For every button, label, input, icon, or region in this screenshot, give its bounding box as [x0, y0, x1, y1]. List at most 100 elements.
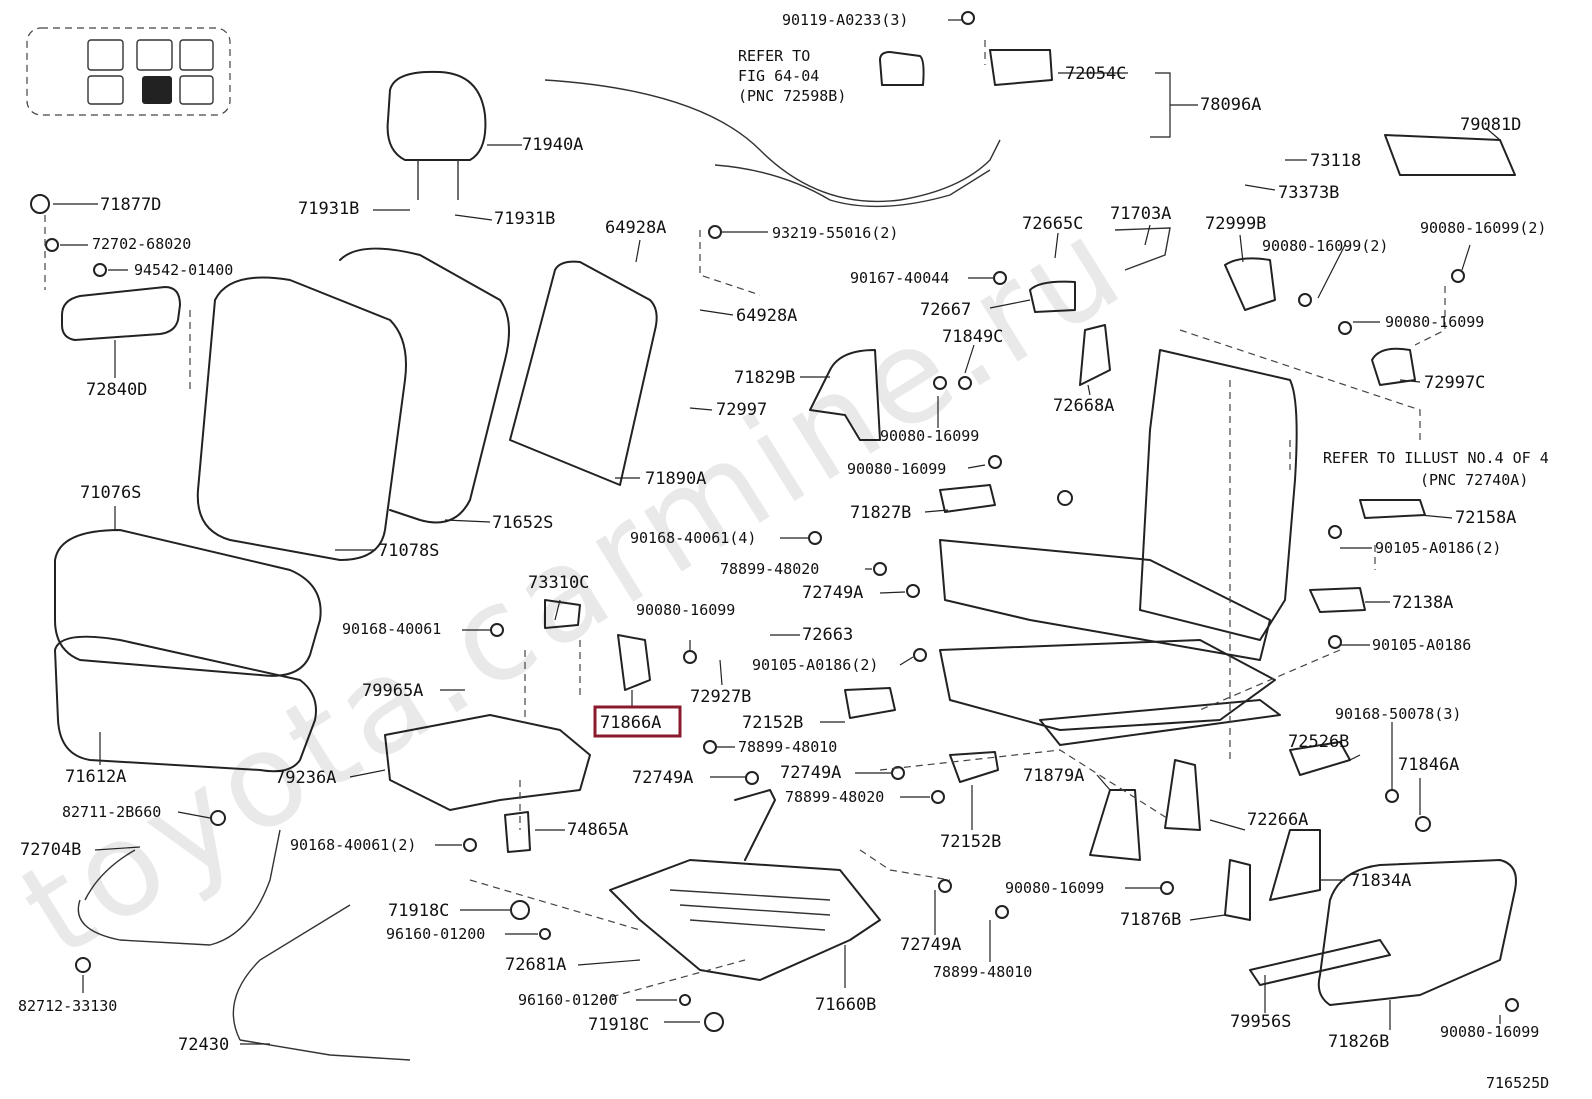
release-cable [544, 79, 1001, 208]
part-label: 82711-2B660 [62, 803, 161, 821]
part-label: 96160-01200 [518, 991, 617, 1009]
part-label: 82712-33130 [18, 997, 117, 1015]
part-label: 72927B [690, 687, 751, 707]
part-labels: 90119-A0233(3) 72054C 78096A 79081D 7194… [18, 11, 1546, 1055]
refer-fig-line-1: REFER TO [738, 47, 810, 65]
part-label: 72266A [1247, 810, 1308, 830]
part-label: 90080-16099 [847, 460, 946, 478]
seat-cushion [54, 529, 322, 773]
part-label: 72702-68020 [92, 235, 191, 253]
part-label: 79956S [1230, 1012, 1291, 1032]
part-label: 71918C [588, 1015, 649, 1035]
part-label: 90080-16099 [1440, 1023, 1539, 1041]
dashed-connectors [44, 40, 1446, 1001]
part-label: 64928A [736, 306, 797, 326]
armrest [61, 286, 181, 341]
part-label: 72668A [1053, 396, 1114, 416]
headrest [386, 70, 487, 200]
part-label: 71078S [378, 541, 439, 561]
part-label: 78899-48010 [933, 963, 1032, 981]
part-label: 73310C [528, 573, 589, 593]
part-label: 72997 [716, 400, 767, 420]
part-label: 93219-55016(2) [772, 224, 898, 242]
part-label: 71652S [492, 513, 553, 533]
part-label: 90168-40061 [342, 620, 441, 638]
part-label: 90080-16099 [1385, 313, 1484, 331]
part-label: 79081D [1460, 115, 1521, 135]
part-label: 72152B [940, 832, 1001, 852]
refer-illust-line-1: REFER TO ILLUST NO.4 OF 4 [1323, 449, 1549, 467]
part-label: 79236A [275, 768, 336, 788]
part-label: 71846A [1398, 755, 1459, 775]
part-label: 71931B [494, 209, 555, 229]
part-label: 72138A [1392, 593, 1453, 613]
refer-illust-line-2: (PNC 72740A) [1420, 471, 1528, 489]
refer-fig-line-3: (PNC 72598B) [738, 87, 846, 105]
part-label: 64928A [605, 218, 666, 238]
part-label: 71703A [1110, 204, 1171, 224]
figure-id: 716525D [1486, 1074, 1549, 1092]
part-label: 73373B [1278, 183, 1339, 203]
seat-position-legend [26, 27, 231, 116]
seat-frame [939, 349, 1298, 746]
part-label: 72054C [1065, 64, 1126, 84]
part-label: 90168-50078(3) [1335, 705, 1461, 723]
part-label: 72749A [802, 583, 863, 603]
part-label: 71076S [80, 483, 141, 503]
part-label: 90119-A0233(3) [782, 11, 908, 29]
part-label: 72749A [632, 768, 693, 788]
part-label: 90080-16099(2) [1262, 237, 1388, 255]
part-label: 71931B [298, 199, 359, 219]
part-label: 78899-48010 [738, 738, 837, 756]
part-label: 72152B [742, 713, 803, 733]
leader-lines [53, 19, 1501, 1045]
side-cover-right [1249, 859, 1517, 1006]
recliner-cover-group [809, 134, 1516, 441]
part-label: 90080-16099 [636, 601, 735, 619]
part-label: 72997C [1424, 373, 1485, 393]
part-label: 72526B [1288, 732, 1349, 752]
part-label: 71660B [815, 995, 876, 1015]
part-label: 90168-40061(4) [630, 529, 756, 547]
part-label: 71827B [850, 503, 911, 523]
part-label: 71612A [65, 767, 126, 787]
part-label: 71829B [734, 368, 795, 388]
part-label: 72749A [900, 935, 961, 955]
wire-harness-left [77, 829, 411, 1061]
part-label: 72667 [920, 300, 971, 320]
part-label: 71849C [942, 327, 1003, 347]
part-label: 72749A [780, 763, 841, 783]
part-label: 71866A [600, 713, 661, 733]
seatback-board [509, 260, 658, 486]
part-label: 73118 [1310, 151, 1361, 171]
part-label: 72704B [20, 840, 81, 860]
part-label: 72665C [1022, 214, 1083, 234]
part-label: 90105-A0186 [1372, 636, 1471, 654]
part-label: 71918C [388, 901, 449, 921]
part-label: 72663 [802, 625, 853, 645]
part-label: 90080-16099(2) [1420, 219, 1546, 237]
part-label: 96160-01200 [386, 925, 485, 943]
seatback-cushion [196, 247, 510, 561]
refer-fig-line-2: FIG 64-04 [738, 67, 819, 85]
part-label: 90167-40044 [850, 269, 949, 287]
part-label: 90105-A0186(2) [1375, 539, 1501, 557]
highlight-box [593, 705, 682, 738]
part-label: 90080-16099 [880, 427, 979, 445]
part-label: 72158A [1455, 508, 1516, 528]
part-label: 71834A [1350, 871, 1411, 891]
part-label: 79965A [362, 681, 423, 701]
lower-shield [384, 714, 591, 811]
part-label: 78096A [1200, 95, 1261, 115]
part-label: 71826B [1328, 1032, 1389, 1052]
part-label: 71890A [645, 469, 706, 489]
part-label: 72681A [505, 955, 566, 975]
cushion-frame [609, 789, 881, 981]
part-label: 78899-48020 [720, 560, 819, 578]
part-label: 90080-16099 [1005, 879, 1104, 897]
part-label: 71876B [1120, 910, 1181, 930]
part-label: 71877D [100, 195, 161, 215]
part-label: 71879A [1023, 766, 1084, 786]
part-label: 71940A [522, 135, 583, 155]
